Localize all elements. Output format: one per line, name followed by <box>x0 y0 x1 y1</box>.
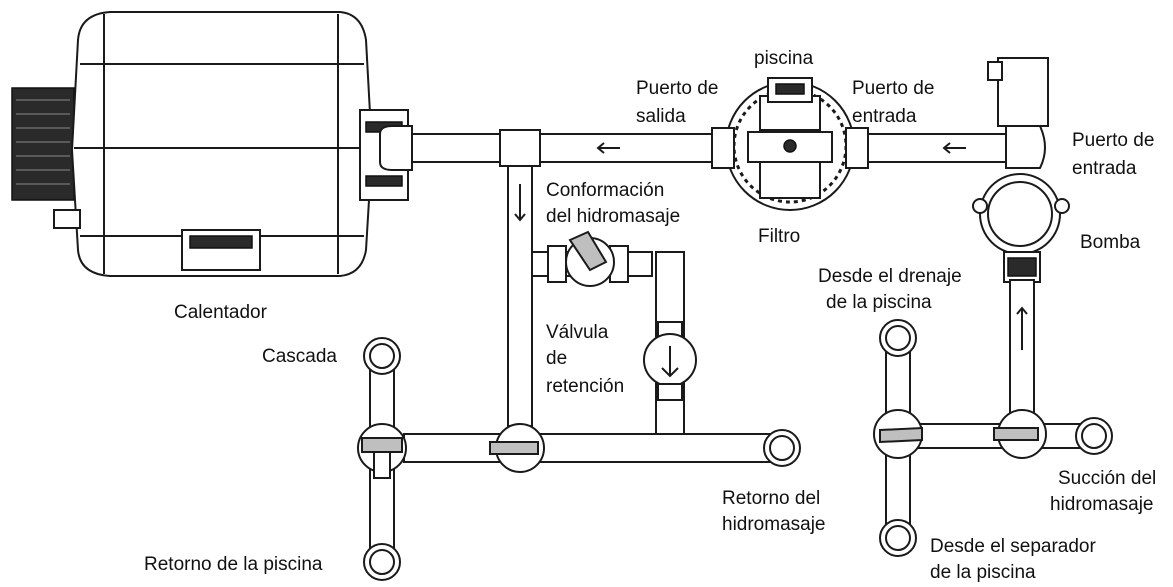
label-outlet-port: salida <box>636 106 686 127</box>
flow-arrow-left <box>942 142 966 154</box>
label-heater: Calentador <box>174 302 268 323</box>
check-valve <box>643 321 697 401</box>
spa-configuration-valve <box>531 230 685 443</box>
heater-body <box>70 11 374 277</box>
label-spa-configuration: del hidromasaje <box>546 206 680 227</box>
label-pool-drain: de la piscina <box>826 292 932 313</box>
pump <box>972 57 1070 283</box>
return-pipe <box>507 165 533 427</box>
suction-pipe <box>1009 279 1035 421</box>
label-pool-return: Retorno de la piscina <box>144 554 323 575</box>
label-pump: Bomba <box>1080 232 1141 253</box>
heater <box>11 11 409 277</box>
label-spa-return: hidromasaje <box>722 514 826 535</box>
heater-grille <box>11 87 75 201</box>
pump-housing <box>979 173 1061 255</box>
label-pool-top: piscina <box>754 48 814 69</box>
label-outlet-port: Puerto de <box>636 78 718 99</box>
suction-manifold <box>873 319 1113 557</box>
label-spa-suction: hidromasaje <box>1050 494 1154 515</box>
label-spa-suction: Succión del <box>1058 468 1156 489</box>
main-pipe <box>379 125 1023 171</box>
flow-arrow-up <box>1016 306 1028 350</box>
label-spa-configuration: Conformación <box>546 180 664 201</box>
label-skimmer: Desde el separador <box>930 536 1096 557</box>
label-skimmer: de la piscina <box>930 562 1036 583</box>
label-check-valve: Válvula <box>546 322 609 343</box>
label-pump-inlet-port: Puerto de <box>1072 130 1154 151</box>
label-check-valve: retención <box>546 376 624 397</box>
flow-arrow-down <box>661 346 679 378</box>
label-spa-return: Retorno del <box>722 488 820 509</box>
label-filter: Filtro <box>758 226 800 247</box>
return-manifold <box>357 337 801 581</box>
pump-motor <box>997 57 1049 127</box>
label-pump-inlet-port: entrada <box>1072 158 1137 179</box>
flow-arrow-left <box>596 142 620 154</box>
label-waterfall: Cascada <box>262 346 337 367</box>
label-filter-inlet-port: Puerto de <box>852 78 934 99</box>
label-filter-inlet-port: entrada <box>852 106 917 127</box>
label-pool-drain: Desde el drenaje <box>818 266 962 287</box>
filter <box>711 77 869 211</box>
heater-grille-lines <box>16 99 70 185</box>
label-check-valve: de <box>546 348 567 369</box>
flow-arrow-down <box>514 184 526 222</box>
